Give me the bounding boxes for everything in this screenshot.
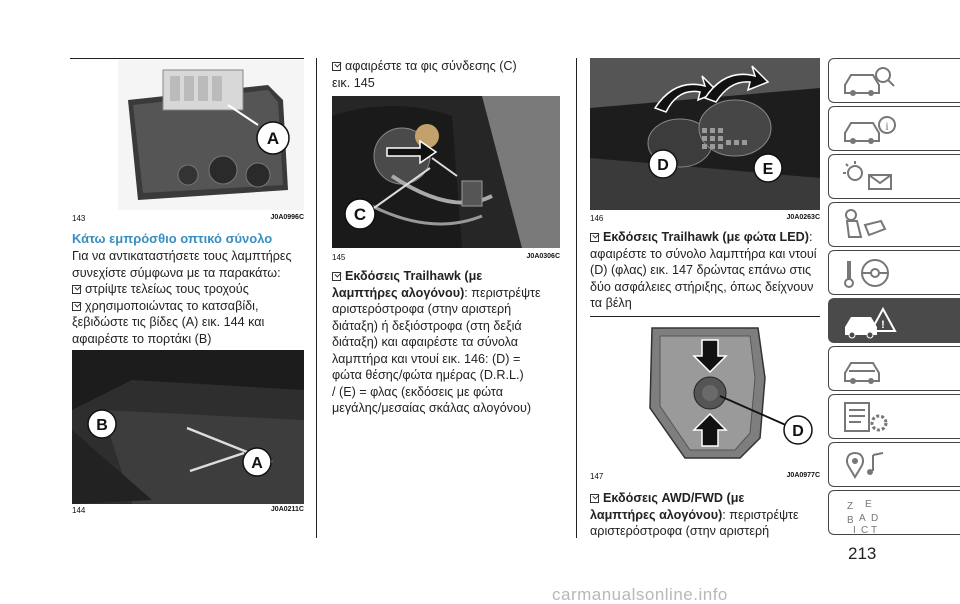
step-2-line-2: ξεβιδώστε τις βίδες (A) εικ. 144 και [72,315,265,329]
section-heading: Κάτω εμπρόσθιο οπτικό σύνολο [72,231,273,246]
step-1: στρίψτε τελείως τους τροχούς [72,281,312,298]
page-number: 213 [848,544,877,563]
tools-steering-icon [844,259,889,288]
figure-number: 145 [332,253,346,262]
car-maintenance-icon [844,362,880,384]
intro-line-2: συνεχίστε σύμφωνα με τα παρακάτω: [72,265,281,280]
figure-143-photo: A [118,60,304,210]
figure-144-caption: 144 J0A0211C [72,506,304,515]
figure-147-photo: D [590,318,820,468]
svg-text:B: B [847,515,854,526]
svg-text:Z: Z [847,501,853,512]
tab-driving[interactable] [828,250,960,295]
tab-safety[interactable] [828,202,960,247]
intro-line-1: Για να αντικαταστήσετε τους λαμπτήρες [72,249,292,263]
step-2-line-3: αφαιρέστε το πορτάκι (B) [72,331,212,346]
svg-text:A: A [859,513,866,524]
figure-number: 147 [590,472,604,481]
svg-text:E: E [865,499,872,510]
svg-text:C: C [861,525,868,535]
figure-number: 144 [72,506,86,515]
svg-text:!: ! [881,319,885,331]
col3-text-b: Εκδόσεις AWD/FWD (με λαμπτήρες αλογόνου)… [590,490,826,540]
car-info-icon: i [844,116,896,144]
checkbox-icon [332,62,341,71]
figure-146-photo: D E [590,58,820,210]
svg-text:T: T [871,525,877,535]
warning-light-message-icon [843,161,892,190]
fig144-label-a: A [251,455,263,472]
fig147-label-d: D [792,423,804,440]
fig144-label-b: B [96,417,108,434]
svg-text:i: i [885,119,889,133]
car-breakdown-icon: ! [845,306,897,339]
checkbox-icon [72,285,81,294]
col2-body-text: Εκδόσεις Trailhawk (με λαμπτήρες αλογόνο… [332,268,574,417]
fig146-label-d: D [657,157,669,174]
checkbox-icon [590,233,599,242]
fig146-label-e: E [763,161,774,178]
figure-number: 146 [590,214,604,223]
tab-in-an-emergency[interactable]: ! [828,298,960,343]
figure-code: J0A0211C [270,506,304,513]
figure-143-caption: 143 J0A0996C [72,214,304,223]
figure-code: J0A0263C [786,214,820,221]
tab-multimedia[interactable] [828,442,960,487]
step-3-line-2: εικ. 145 [332,75,375,90]
trailhawk-halogen-heading: Εκδόσεις Trailhawk (με [332,268,574,285]
figure-number: 143 [72,214,86,223]
fig147-top-rule [590,316,820,317]
awd-fwd-heading: Εκδόσεις AWD/FWD (με [590,490,826,507]
col1-text: Για να αντικαταστήσετε τους λαμπτήρες συ… [72,248,312,347]
hand-pointing-icon [845,209,887,238]
checkbox-icon [590,494,599,503]
checklist-gear-icon [844,402,888,432]
figure-code: J0A0996C [270,214,304,221]
media-navigation-icon [846,451,884,479]
tab-warning-lights[interactable] [828,154,960,199]
column-divider-2 [576,58,577,538]
checkbox-icon [332,272,341,281]
col3-text-a: Εκδόσεις Trailhawk (με φώτα LED): αφαιρέ… [590,229,826,312]
col2-top-text: αφαιρέστε τα φις σύνδεσης (C) εικ. 145 [332,58,572,91]
tab-technical-data[interactable] [828,394,960,439]
figure-147-caption: 147 J0A0977C [590,472,820,481]
fig145-label-c: C [354,205,366,224]
tab-car-info[interactable]: i [828,106,960,151]
fig143-label-a: A [267,129,279,148]
trailhawk-led-heading: Εκδόσεις Trailhawk (με φώτα LED): [590,229,826,246]
figure-code: J0A0977C [786,472,820,479]
top-rule-col1 [70,58,304,59]
figure-145-photo: C [332,96,560,248]
svg-text:I: I [853,525,856,535]
checkbox-icon [72,301,81,311]
watermark: carmanualsonline.info [552,585,728,604]
tab-servicing[interactable] [828,346,960,391]
figure-145-caption: 145 J0A0306C [332,253,560,262]
column-divider-1 [316,58,317,538]
svg-text:D: D [871,513,878,524]
figure-144-photo: B A [72,350,304,504]
car-search-icon [844,67,895,96]
tab-car-search[interactable] [828,58,960,103]
figure-code: J0A0306C [526,253,560,260]
step-3: αφαιρέστε τα φις σύνδεσης (C) [332,58,572,75]
step-2: χρησιμοποιώντας το κατσαβίδι, [72,298,312,315]
figure-146-caption: 146 J0A0263C [590,214,820,223]
